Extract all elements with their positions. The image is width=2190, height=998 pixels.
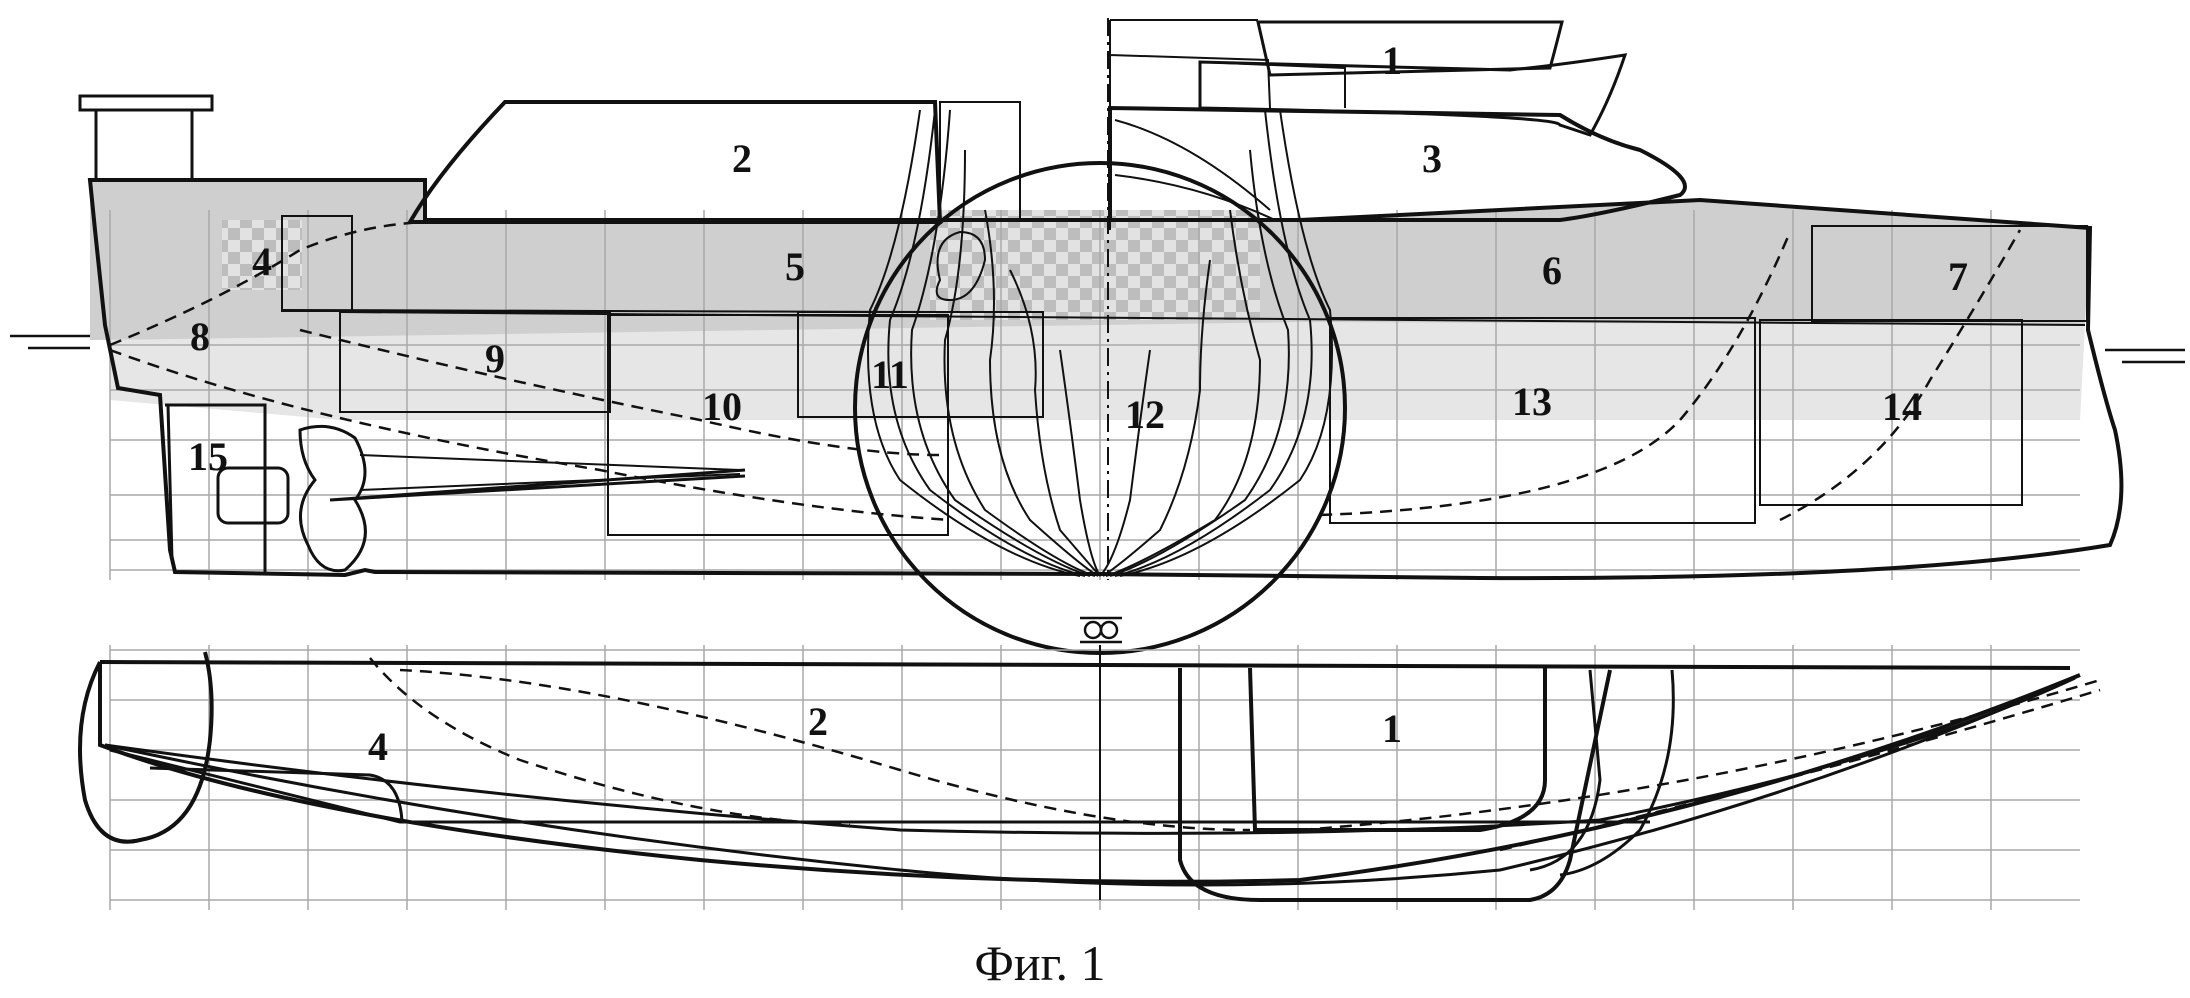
profile-vertical-grid	[109, 210, 1992, 580]
plan-compartment-1-outer	[1178, 668, 1612, 902]
figure-caption: Фиг. 1	[974, 935, 1105, 991]
plan-compartment-1-mid	[1529, 669, 1602, 872]
plan-horizontal-grid	[110, 649, 2080, 901]
label-9: 9	[485, 336, 505, 381]
plan-dashed-2	[399, 668, 1251, 832]
dashed-line-mid	[299, 328, 941, 457]
plan-waterline-3	[109, 748, 1650, 824]
hull-outline	[87, 178, 2124, 581]
label-8: 8	[190, 314, 210, 359]
profile-view: 1 2 3 4 5 6 7 8 9 10 11 12 13 14 15	[10, 18, 2185, 655]
lower-shaded-band	[110, 322, 2085, 420]
plan-dashed-3	[1299, 678, 2101, 832]
label-11: 11	[871, 352, 909, 397]
checker-region	[930, 210, 1260, 320]
plan-dashed-1	[369, 657, 851, 827]
hull-section-sphere	[853, 18, 1347, 655]
waterline-marker-right	[2105, 348, 2185, 364]
wheelhouse-1	[1256, 20, 1564, 77]
dashed-line-keel	[109, 348, 951, 522]
checker-region-small	[222, 220, 302, 290]
label-4: 4	[252, 239, 272, 284]
midship-symbol	[1080, 616, 1122, 644]
label-15: 15	[188, 434, 228, 479]
plan-aft-loop	[78, 651, 214, 844]
label-5: 5	[785, 244, 805, 289]
plan-dashed-4	[1499, 688, 2101, 852]
mast-structure	[78, 94, 214, 180]
plan-label-1: 1	[1382, 706, 1402, 751]
plan-deck-edge	[99, 660, 2071, 670]
plan-vertical-grid	[109, 645, 1992, 910]
wheelhouse-frame	[1109, 19, 1346, 230]
plan-view: 2 1 4	[78, 645, 2101, 910]
plan-compartment-4	[149, 766, 404, 823]
plan-waterline-2	[104, 676, 2076, 835]
propulsion-assembly	[165, 403, 746, 573]
label-6: 6	[1542, 248, 1562, 293]
compartments	[281, 101, 2088, 536]
plan-waterline-1	[104, 676, 2076, 887]
plan-label-4: 4	[368, 724, 388, 769]
label-2: 2	[732, 136, 752, 181]
plan-compartment-1-right	[1559, 669, 1675, 877]
dashed-line-aft	[109, 220, 426, 347]
plan-compartment-1-inner	[1248, 667, 1547, 832]
label-14: 14	[1882, 384, 1922, 429]
plan-label-2: 2	[808, 699, 828, 744]
label-7: 7	[1948, 254, 1968, 299]
label-10: 10	[702, 384, 742, 429]
plan-hull-outline	[98, 662, 2081, 884]
label-1: 1	[1382, 38, 1402, 83]
label-12: 12	[1125, 392, 1165, 437]
dashed-line-forward-b	[1779, 229, 2022, 522]
label-13: 13	[1512, 379, 1552, 424]
waterline-marker-left	[10, 334, 90, 350]
label-3: 3	[1422, 136, 1442, 181]
upper-deck-house	[1198, 53, 1628, 137]
dashed-line-forward-a	[1319, 231, 1792, 517]
superstructure-2	[406, 100, 943, 224]
